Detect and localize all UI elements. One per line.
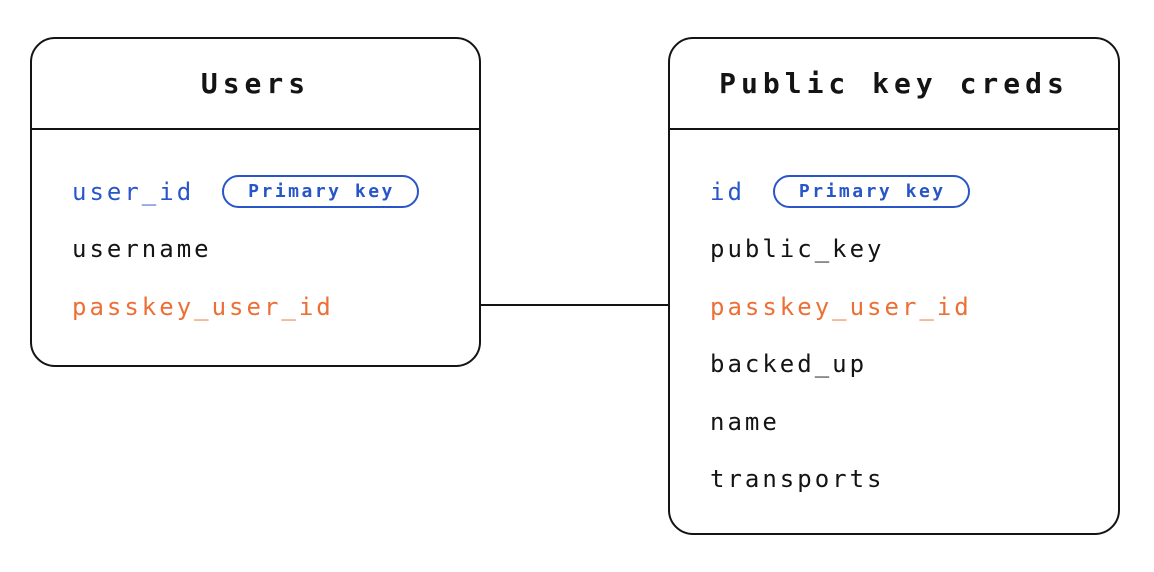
field-row: id Primary key (710, 163, 1118, 221)
table-header: Users (32, 39, 479, 130)
primary-key-badge: Primary key (222, 175, 419, 209)
relationship-line (481, 304, 668, 306)
field-row: username (72, 221, 479, 279)
field-name: public_key (710, 235, 885, 264)
field-name: username (72, 235, 212, 264)
field-name: name (710, 407, 780, 436)
field-name: user_id (72, 177, 195, 206)
table-node-users: Users user_id Primary key username passk… (30, 37, 481, 367)
table-node-public-key-creds: Public key creds id Primary key public_k… (668, 37, 1120, 535)
field-name: passkey_user_id (710, 292, 972, 321)
field-row: user_id Primary key (72, 163, 479, 221)
field-row: transports (710, 451, 1118, 509)
table-title: Users (200, 67, 311, 100)
table-fields: id Primary key public_key passkey_user_i… (670, 130, 1118, 508)
field-name: transports (710, 465, 885, 494)
field-row: backed_up (710, 336, 1118, 394)
primary-key-badge: Primary key (772, 175, 970, 209)
table-header: Public key creds (670, 39, 1118, 130)
table-fields: user_id Primary key username passkey_use… (32, 130, 479, 336)
field-row: name (710, 393, 1118, 451)
table-title: Public key creds (719, 67, 1069, 100)
field-name: backed_up (710, 350, 868, 379)
field-row: passkey_user_id (72, 278, 479, 336)
field-name: passkey_user_id (72, 292, 334, 321)
field-name: id (710, 177, 745, 206)
field-row: passkey_user_id (710, 278, 1118, 336)
field-row: public_key (710, 221, 1118, 279)
